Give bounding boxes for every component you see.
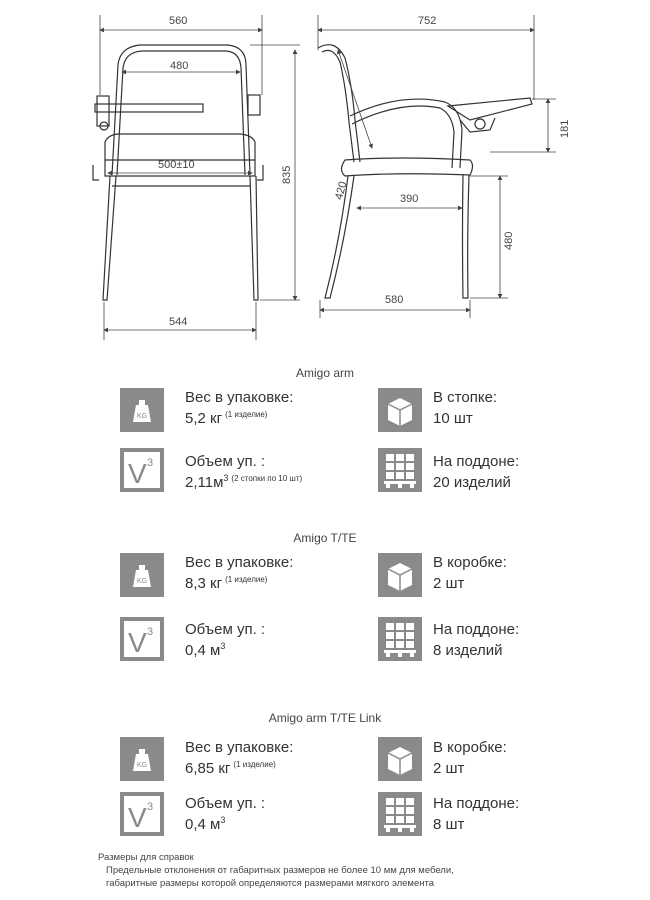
box-icon [378,737,422,781]
front-dimension-lines [99,15,300,340]
pack-value: 2 шт [433,760,465,777]
dim-front-seat: 500±10 [158,159,195,171]
pallet-icon [378,792,422,836]
pallet-label: На поддоне: [433,621,520,638]
svg-text:3: 3 [147,457,153,469]
pack-label: В коробке: [433,554,507,571]
volume-value: 2,11м3(2 стопки по 10 шт) [185,473,303,492]
volume-value: 0,4 м3 [185,641,226,660]
section-title: Amigo arm [295,366,354,380]
dim-front-width-bottom: 544 [169,316,187,328]
weight-value: 8,3 кг(1 изделие) [185,575,268,592]
weight-label: Вес в упаковке: [185,554,294,571]
volume-value: 0,4 м3 [185,815,226,834]
footnote-line-1: Предельные отклонения от габаритных разм… [106,865,454,876]
weight-value: 6,85 кг(1 изделие) [185,760,276,777]
weight-icon: KG [120,737,164,781]
svg-text:V: V [128,627,147,658]
svg-text:V: V [128,802,147,833]
weight-icon: KG [120,388,164,432]
weight-label: Вес в упаковке: [185,739,294,756]
pallet-value: 8 изделий [433,642,503,659]
pallet-icon [378,617,422,661]
section-title: Amigo T/TE [293,531,357,545]
pallet-value: 8 шт [433,816,465,833]
volume-label: Объем уп. : [185,621,266,638]
front-view [92,44,264,301]
svg-text:KG: KG [137,762,147,769]
box-icon [378,553,422,597]
pallet-label: На поддоне: [433,453,520,470]
dim-side-tablet: 181 [559,120,571,138]
pack-value: 2 шт [433,575,465,592]
svg-text:V: V [128,458,147,489]
pallet-icon [378,448,422,492]
footnote-title: Размеры для справок [98,852,194,863]
dim-side-seat-depth: 390 [400,193,418,205]
side-dimension-lines [317,15,556,318]
weight-label: Вес в упаковке: [185,389,294,406]
dim-side-depth-top: 752 [418,15,436,27]
pack-label: В коробке: [433,739,507,756]
box-icon [378,388,422,432]
dim-front-width-top: 560 [169,15,187,27]
weight-icon: KG [120,553,164,597]
pallet-value: 20 изделий [433,474,511,491]
svg-text:3: 3 [147,626,153,638]
weight-value: 5,2 кг(1 изделие) [185,410,268,427]
footnote-line-2: габаритные размеры которой определяются … [106,878,435,889]
pack-label: В стопке: [433,389,498,406]
dim-side-seat-height: 480 [503,232,515,250]
svg-text:3: 3 [147,801,153,813]
dim-front-seat-back: 480 [170,60,188,72]
pallet-label: На поддоне: [433,795,520,812]
volume-label: Объем уп. : [185,795,266,812]
svg-text:KG: KG [137,413,147,420]
volume-label: Объем уп. : [185,453,266,470]
dim-front-height: 835 [281,166,293,184]
pack-value: 10 шт [433,410,473,427]
svg-text:KG: KG [137,578,147,585]
section-title: Amigo arm T/TE Link [268,711,382,725]
dim-side-depth-bottom: 580 [385,294,403,306]
chair-drawing: 560 480 500±10 835 544 7 [92,15,571,340]
dim-side-back: 420 [333,180,349,201]
